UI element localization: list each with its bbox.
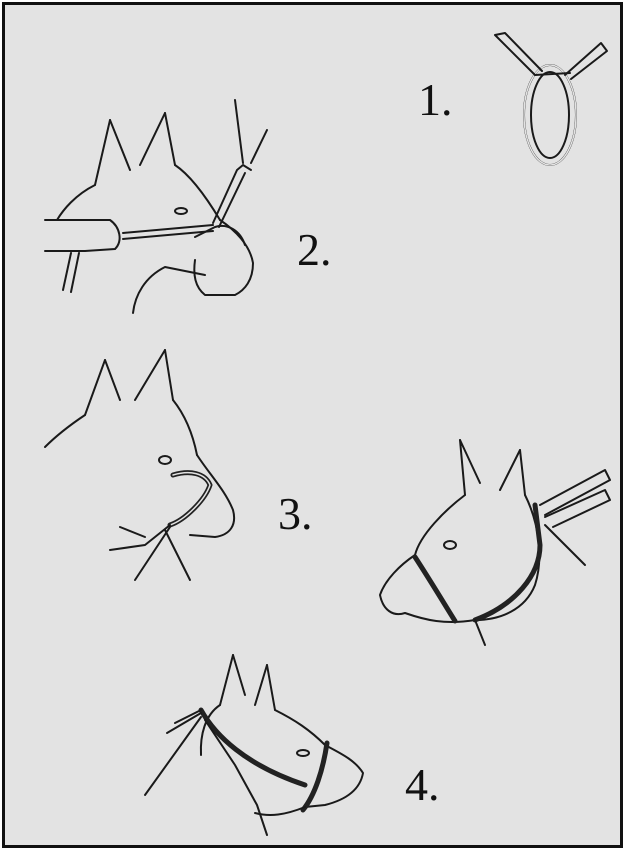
muzzle-diagram [5, 5, 626, 851]
step-2-label: 2. [297, 227, 332, 273]
step-3-label: 3. [278, 491, 313, 537]
step-3-dog-illustration-left [45, 350, 234, 580]
step-3-dog-illustration-right [380, 440, 610, 645]
step-1-label: 1. [418, 77, 453, 123]
step-1-loop-illustration [495, 33, 607, 165]
step-4-label: 4. [405, 762, 440, 808]
step-2-dog-illustration [45, 100, 267, 313]
illustration-frame: 1. 2. 3. 4. [2, 2, 623, 848]
step-4-dog-illustration [145, 655, 363, 835]
